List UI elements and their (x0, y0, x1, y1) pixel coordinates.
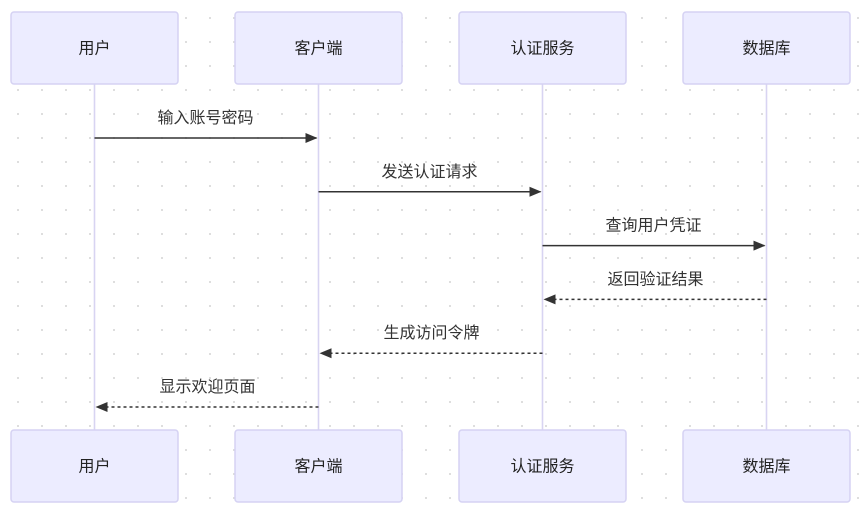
actor-label: 数据库 (742, 457, 790, 476)
actor-box (458, 429, 627, 503)
actor-box (10, 11, 179, 85)
actor-label: 用户 (78, 39, 110, 58)
message: 查询用户凭证 (542, 216, 766, 251)
actor-label: 认证服务 (510, 39, 574, 58)
actor-box (682, 429, 851, 503)
actor-box (234, 429, 403, 503)
actor-top-db: 数据库 (682, 11, 851, 85)
message-label: 返回验证结果 (607, 269, 703, 288)
message: 发送认证请求 (318, 162, 542, 197)
actor-top-user: 用户 (10, 11, 179, 85)
actor-label: 认证服务 (510, 457, 574, 476)
actor-box (458, 11, 627, 85)
message-label: 输入账号密码 (157, 108, 253, 127)
actor-box (682, 11, 851, 85)
actor-box (234, 11, 403, 85)
message: 输入账号密码 (94, 108, 318, 143)
actor-label: 数据库 (742, 39, 790, 58)
message-label: 生成访问令牌 (383, 323, 479, 342)
actor-top-client: 客户端 (234, 11, 403, 85)
message-label: 发送认证请求 (381, 162, 477, 181)
actor-bottom-client: 客户端 (234, 429, 403, 503)
message: 返回验证结果 (543, 269, 767, 305)
actor-bottom-db: 数据库 (682, 429, 851, 503)
actor-label: 客户端 (294, 39, 342, 58)
actor-top-auth: 认证服务 (458, 11, 627, 85)
message-label: 查询用户凭证 (605, 216, 701, 235)
actor-bottom-user: 用户 (10, 429, 179, 503)
message: 生成访问令牌 (319, 323, 543, 359)
message: 显示欢迎页面 (95, 377, 319, 412)
actor-box (10, 429, 179, 503)
actor-label: 用户 (78, 457, 110, 476)
actor-bottom-auth: 认证服务 (458, 429, 627, 503)
actor-label: 客户端 (294, 457, 342, 476)
message-label: 显示欢迎页面 (159, 377, 255, 396)
